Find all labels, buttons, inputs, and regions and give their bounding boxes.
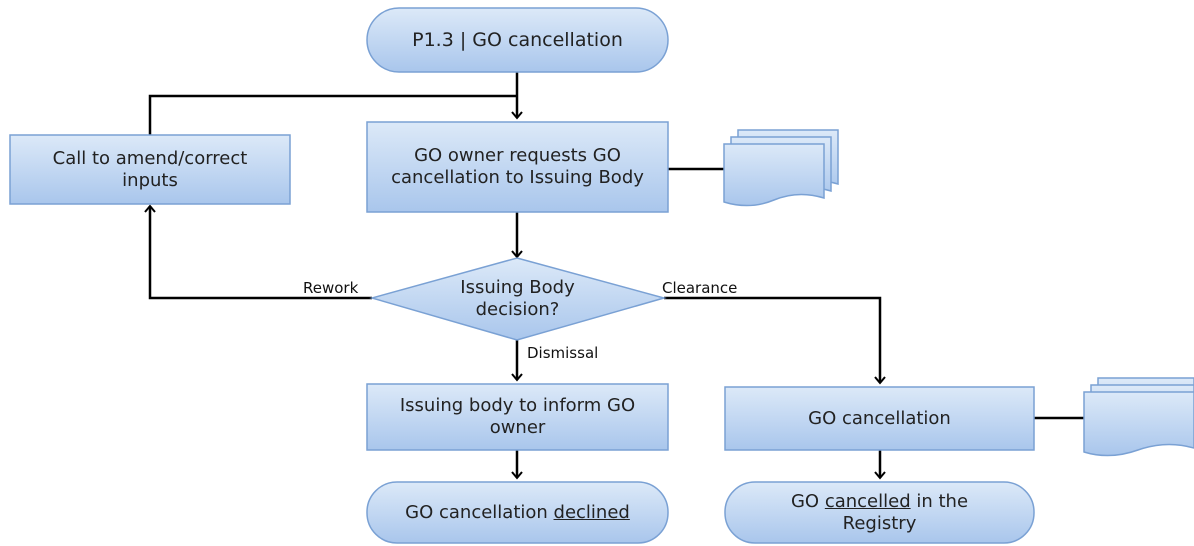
- amend-label-container: Call to amend/correct inputs: [52, 147, 248, 191]
- cancelled-label-container: GO cancelled in the Registry: [725, 482, 1034, 543]
- decision-diamond: [369, 257, 667, 341]
- declined-label-container: GO cancellation declined: [367, 482, 668, 543]
- edge-label-clearance: Clearance: [662, 279, 737, 297]
- shapes: [9, 7, 1035, 544]
- document-stack-icon: [1083, 377, 1194, 457]
- request-process-box: [366, 121, 669, 213]
- edge-label-rework: Rework: [303, 279, 359, 297]
- declined-text-before: GO cancellation: [405, 501, 554, 523]
- amend-label: Call to amend/correct inputs: [52, 147, 248, 191]
- edge-label-dismissal: Dismissal: [527, 344, 598, 362]
- document-stack-icon: [723, 129, 839, 207]
- cancelled-text-underlined: cancelled: [824, 490, 911, 512]
- declined-terminator: [366, 481, 669, 544]
- start-terminator: [366, 7, 669, 73]
- start-label-container: P1.3 | GO cancellation: [412, 28, 623, 51]
- inform-label-container: Issuing body to inform GO owner: [399, 395, 636, 438]
- connector-clearance-to-cancellation: [664, 296, 886, 385]
- cancelled-terminator: [724, 481, 1035, 544]
- decision-label: Issuing Body decision?: [460, 277, 575, 320]
- start-label: P1.3 | GO cancellation: [412, 28, 623, 51]
- inform-label: Issuing body to inform GO owner: [399, 395, 636, 438]
- decision-label-container: Issuing Body decision?: [460, 277, 575, 320]
- connector-rework-to-amend: [144, 204, 372, 300]
- cancelled-text-after: in the Registry: [842, 490, 969, 534]
- declined-label: GO cancellation declined: [367, 482, 668, 543]
- cancelled-label: GO cancelled in the Registry: [725, 482, 1034, 543]
- amend-process-box: [9, 134, 291, 205]
- cancellation-process-box: [724, 386, 1035, 451]
- declined-text-underlined: declined: [553, 501, 630, 523]
- inform-process-box: [366, 383, 669, 451]
- request-label: GO owner requests GO cancellation to Iss…: [391, 145, 644, 188]
- cancelled-text-before: GO: [790, 490, 825, 512]
- request-label-container: GO owner requests GO cancellation to Iss…: [391, 145, 644, 188]
- cancellation-label: GO cancellation: [808, 407, 951, 429]
- cancellation-label-container: GO cancellation: [808, 407, 951, 429]
